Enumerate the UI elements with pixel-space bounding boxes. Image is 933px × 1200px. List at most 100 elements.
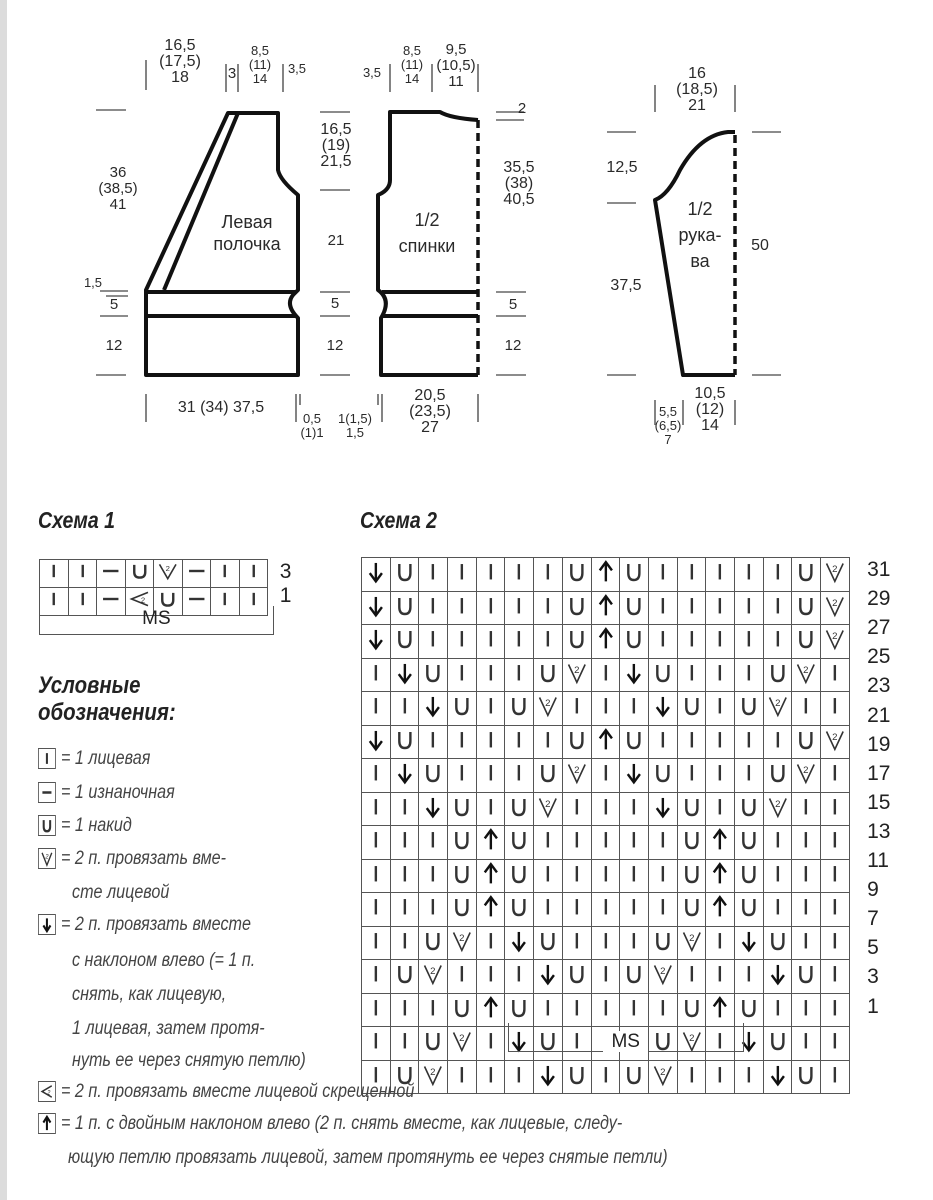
yarn-over-icon [684,865,699,883]
knit-stitch-icon [718,1033,722,1049]
knit-stitch-icon [690,631,693,647]
knit-stitch-icon [403,798,406,814]
stitch-cell [561,1026,592,1061]
dim-sleeve-bottom-width: 10,5 (12) 14 [694,385,726,434]
stitch-cell [210,559,240,588]
knit-stitch-icon [718,731,722,747]
knit-stitch-icon [432,899,435,915]
purl-stitch-icon [103,569,119,573]
stitch-cell [361,925,391,960]
yarn-over-icon [512,698,527,716]
yarn-over-icon [742,899,756,917]
knit-stitch-icon [690,564,693,580]
ms-repeat-bracket: MS [507,1022,744,1052]
stitch-cell [418,791,449,826]
knit-stitch-icon [518,631,521,647]
dim-back-neck: 8,5 (11) 14 [400,43,424,86]
yarn-over-icon [426,765,440,783]
knit-stitch-icon [632,899,636,915]
yarn-over-icon [426,664,440,682]
stitch-cell [418,1026,449,1061]
ssk-left-slant-icon [38,914,56,936]
yarn-over-icon [541,1033,555,1051]
stitch-cell [676,724,707,759]
stitch-cell [418,992,449,1027]
stitch-cell [619,758,649,793]
stitch-cell [820,691,850,726]
stitch-cell [561,590,592,625]
knit-stitch-icon [460,564,464,580]
ssk-left-slant-icon [741,1031,756,1053]
stitch-cell: 2 [561,758,592,793]
row-number: 29 [867,587,891,611]
knit-stitch-icon [604,832,607,848]
stitch-cell [475,557,506,592]
knit-stitch-icon [432,999,435,1015]
knit-stitch-icon [833,932,837,948]
knit-stitch-icon [833,798,837,814]
stitch-cell [389,992,420,1027]
knit-stitch-icon [661,597,664,613]
yarn-over-icon [397,564,412,582]
stitch-cell [447,724,477,759]
stitch-cell [238,559,268,588]
yarn-over-icon [799,597,813,615]
double-decrease-icon [713,828,728,850]
knit-stitch-icon [804,1033,808,1049]
knit-stitch-icon [518,597,521,613]
knit-stitch-icon [575,932,578,948]
stitch-cell [791,825,821,860]
knit-stitch-icon [374,1033,378,1049]
knit-stitch-icon [661,631,664,647]
ssk-left-slant-icon [540,1065,556,1086]
knit-stitch-icon [718,631,722,647]
double-decrease-icon [598,560,613,582]
stitch-cell [647,590,678,625]
stitch-cell [676,959,707,994]
stitch-cell [733,959,764,994]
knit-stitch-icon [546,564,550,580]
legend-text: = 1 п. с двойным наклоном влево (2 п. сн… [60,1113,623,1134]
stitch-cell [39,587,69,616]
stitch-cell: 2 [153,559,183,588]
stitch-cell [210,587,240,616]
stitch-cell [533,959,563,994]
stitch-cell [418,557,449,592]
stitch-cell [705,925,735,960]
yarn-over-icon [541,765,555,783]
dim-front-right: 3,5 [287,61,307,76]
stitch-cell [418,858,449,893]
k2tog-icon: 2 [452,931,471,952]
dim-front-shoulder: 16,5 (17,5) 18 [159,37,201,86]
stitch-cell [475,1059,506,1094]
stitch-cell [619,557,649,592]
knit-stitch-icon [690,664,693,680]
row-number: 11 [867,849,889,872]
ssk-left-slant-icon [741,931,756,952]
stitch-cell [676,992,707,1027]
stitch-cell [762,758,793,793]
legend-item: = 2 п. провязать вместе [38,914,251,936]
stitch-cell [705,657,735,692]
stitch-cell [676,892,707,927]
stitch-cell [647,724,678,759]
stitch-cell: 2 [676,925,707,960]
yarn-over-icon [799,966,813,984]
dim-front-neck: 8,5 (11) 14 [248,43,272,86]
svg-text:2: 2 [832,631,837,642]
yarn-over-icon [655,1033,670,1051]
purl-stitch-icon [42,791,52,795]
stitch-cell [447,691,477,726]
stitch-cell [590,657,621,692]
knit-stitch-icon [575,999,578,1015]
knit-stitch-icon [661,899,664,915]
knit-stitch-icon [776,999,779,1015]
stitch-cell [561,925,592,960]
stitch-cell [447,892,477,927]
row-number: 1 [279,583,292,607]
stitch-cell [475,925,506,960]
ms-repeat-bracket: MS [39,606,274,636]
stitch-cell [475,657,506,692]
knit-stitch-icon [661,999,664,1015]
ssk-left-slant-icon [426,696,441,718]
